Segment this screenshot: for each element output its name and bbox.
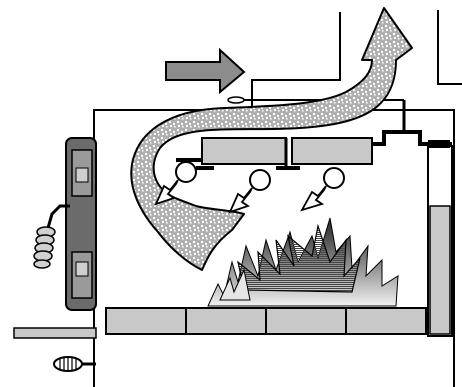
door-handle-coil-icon [33,204,70,269]
flame-icon [207,217,399,307]
intake-air-arrow-icon [165,47,246,104]
stove-door [65,137,97,311]
firebricks [105,307,427,335]
smoke-flow-arrow-icon [130,7,413,271]
secondary-air-arrow-icon [154,161,345,214]
baffle-plates [176,130,452,170]
air-control-knob-icon [13,327,97,372]
side-firebrick [427,145,453,337]
flue [251,10,462,100]
